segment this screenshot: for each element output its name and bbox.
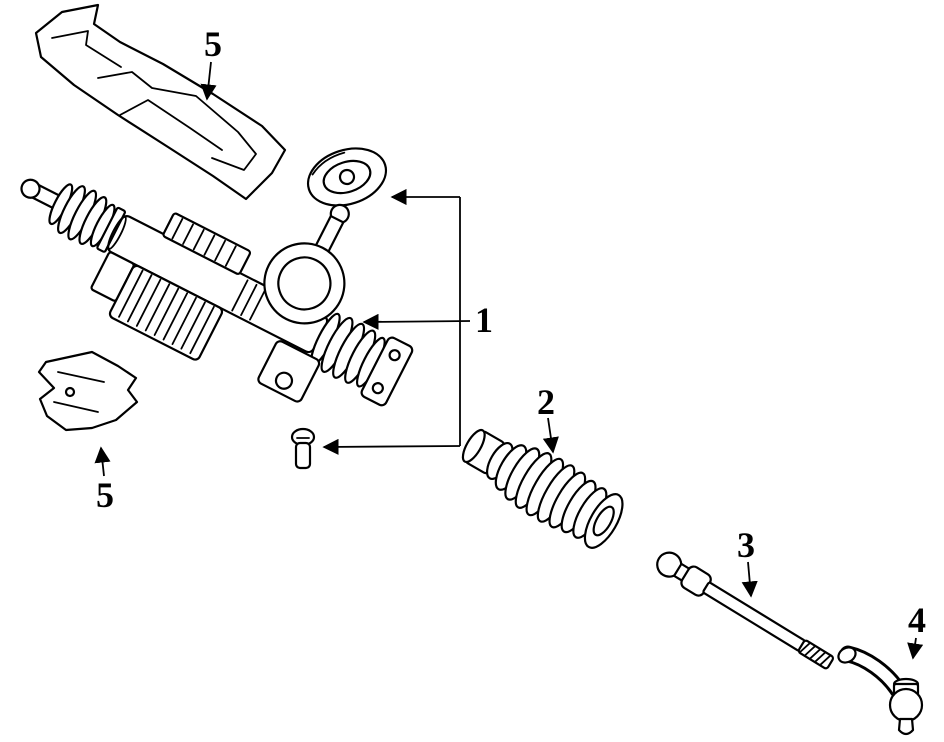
part-outer-tie-rod-end — [837, 645, 924, 736]
part-inner-tie-rod — [656, 551, 835, 670]
part-steering-gear-assembly — [20, 147, 414, 470]
part-bellows-boot — [461, 428, 624, 549]
callout-leaders — [94, 61, 924, 660]
callout-heat-shield-upper[interactable]: 5 — [204, 24, 222, 64]
gear-mounting-bolt — [290, 427, 316, 470]
callout-inner-tie-rod[interactable]: 3 — [737, 525, 755, 565]
callout-outer-tie-rod-end[interactable]: 4 — [908, 600, 926, 640]
part-heat-shield-lower — [37, 350, 139, 432]
part-heat-shield-upper — [34, 3, 287, 201]
callout-bellows-boot[interactable]: 2 — [537, 382, 555, 422]
gear-mount-bushing — [306, 147, 388, 207]
callout-steering-gear[interactable]: 1 — [475, 300, 493, 340]
callout-heat-shield-lower[interactable]: 5 — [96, 475, 114, 515]
